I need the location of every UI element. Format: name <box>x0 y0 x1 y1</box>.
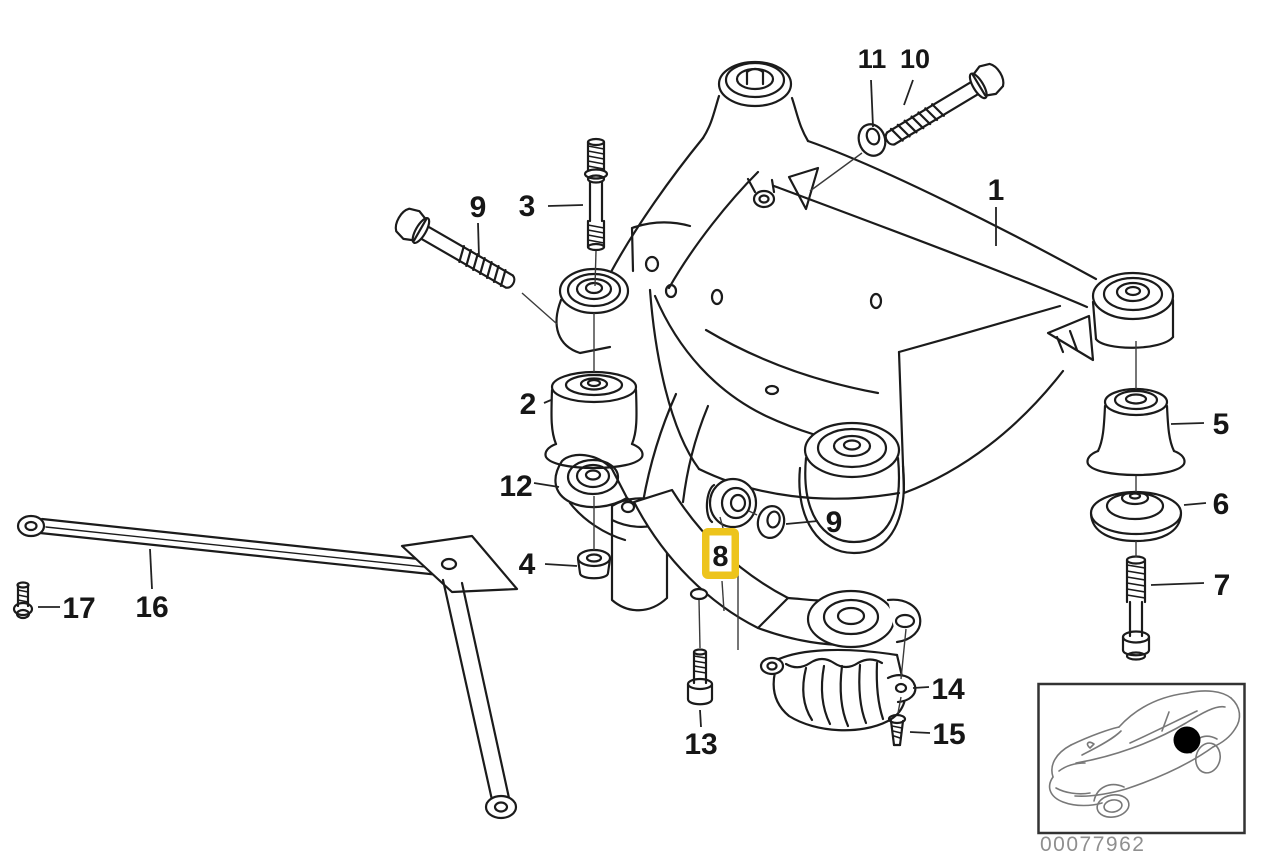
inset-border <box>1037 682 1246 835</box>
part-15-screw-drawing <box>887 713 907 747</box>
part-17-screw-drawing <box>12 581 34 620</box>
highlight-inner <box>709 535 732 572</box>
callout-8[interactable]: 8 <box>712 541 728 573</box>
callout-14[interactable]: 14 <box>931 673 965 706</box>
part-4-nut-drawing <box>576 548 612 580</box>
callout-2[interactable]: 2 <box>520 388 537 421</box>
part-16-brace-drawing <box>16 514 519 820</box>
part-9-bolt-drawing <box>394 207 516 289</box>
part-11-washer-drawing <box>857 123 887 157</box>
image-number: 00077962 <box>1040 833 1145 856</box>
callout-13[interactable]: 13 <box>684 728 717 761</box>
callout-leader-lines <box>38 79 1207 734</box>
callout-6[interactable]: 6 <box>1213 488 1230 521</box>
callout-9-bolt[interactable]: 9 <box>470 191 487 224</box>
callout-10[interactable]: 10 <box>900 44 930 74</box>
callout-3[interactable]: 3 <box>519 190 536 223</box>
callout-5[interactable]: 5 <box>1213 408 1230 441</box>
callout-15[interactable]: 15 <box>932 718 965 751</box>
callout-labels: 1 2 3 4 5 6 7 9 9 10 11 12 13 14 15 16 1… <box>62 44 1230 761</box>
callout-17[interactable]: 17 <box>62 592 95 625</box>
callout-12[interactable]: 12 <box>499 470 532 503</box>
callout-4[interactable]: 4 <box>519 548 536 581</box>
part-5-bushing-drawing <box>1086 387 1186 477</box>
callout-16[interactable]: 16 <box>135 591 168 624</box>
part-10-bolt-drawing <box>884 62 1005 146</box>
part-13-bolt-drawing <box>686 648 714 706</box>
part-2-bushing-drawing <box>544 370 644 470</box>
part-6-cap-drawing <box>1089 490 1183 543</box>
callout-7[interactable]: 7 <box>1214 569 1231 602</box>
callout-1[interactable]: 1 <box>988 174 1005 207</box>
part-9-washer-drawing <box>756 505 786 539</box>
assembly-axis-lines <box>521 152 1137 714</box>
callout-9-washer[interactable]: 9 <box>826 506 843 539</box>
part-1-axle-carrier-drawing <box>555 60 1175 555</box>
location-dot <box>1173 726 1201 754</box>
car-location-inset: 00077962 <box>1037 682 1246 856</box>
part-3-stud-drawing <box>583 137 609 252</box>
part-8-bushing-drawing <box>705 477 758 529</box>
part-7-bolt-drawing <box>1121 555 1151 661</box>
highlight-box-callout-8[interactable]: 8 <box>702 528 739 579</box>
callout-11[interactable]: 11 <box>858 44 887 74</box>
part-14-cover-drawing <box>759 648 917 732</box>
